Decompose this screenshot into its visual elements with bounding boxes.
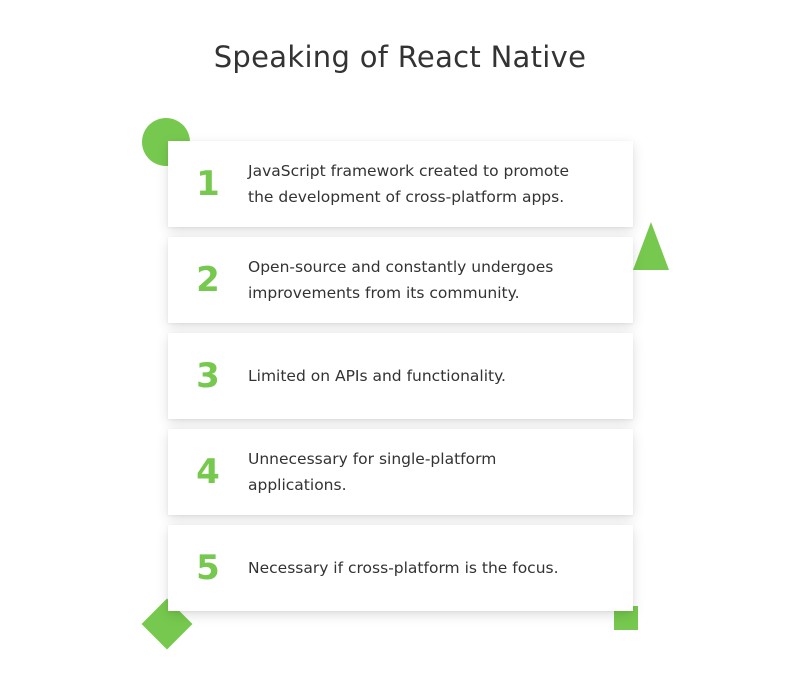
- item-text: Open-source and constantly undergoes imp…: [248, 258, 554, 302]
- item-text: Unnecessary for single-platform applicat…: [248, 450, 497, 494]
- list-item: 5 Necessary if cross-platform is the foc…: [168, 525, 633, 611]
- item-text: Necessary if cross-platform is the focus…: [248, 559, 559, 577]
- item-text: JavaScript framework created to promote …: [248, 162, 570, 206]
- item-number: 3: [196, 356, 220, 396]
- green-triangle-shape: [633, 222, 669, 270]
- list-item: 4 Unnecessary for single-platform applic…: [168, 429, 633, 515]
- list-item: 2 Open-source and constantly undergoes i…: [168, 237, 633, 323]
- list-item: 1 JavaScript framework created to promot…: [168, 141, 633, 227]
- list-item: 3 Limited on APIs and functionality.: [168, 333, 633, 419]
- card-list: 1 JavaScript framework created to promot…: [168, 141, 633, 621]
- item-text: Limited on APIs and functionality.: [248, 367, 506, 385]
- item-number: 2: [196, 260, 220, 300]
- page-title: Speaking of React Native: [213, 40, 587, 74]
- item-number: 4: [196, 452, 220, 492]
- item-number: 5: [196, 548, 220, 588]
- item-number: 1: [196, 164, 220, 204]
